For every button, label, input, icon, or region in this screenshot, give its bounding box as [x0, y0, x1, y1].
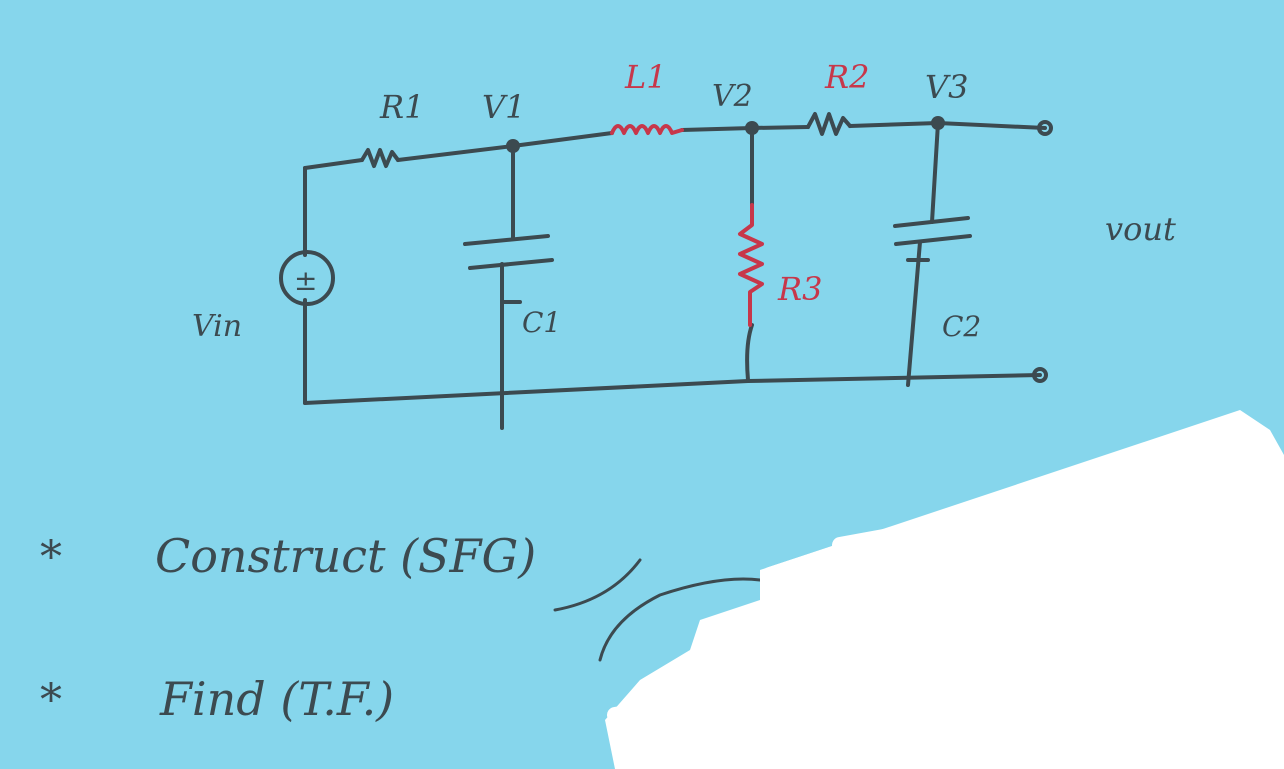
label-v2: V2 — [712, 79, 753, 114]
label-r2: R2 — [824, 58, 869, 96]
label-vout: vout — [1105, 210, 1176, 248]
task-2-text: Find (T.F.) — [159, 672, 394, 726]
terminal-bottom — [1032, 367, 1048, 383]
node-v3-dot — [931, 116, 945, 130]
task-1-bullet: * — [40, 532, 62, 583]
label-c1: C1 — [522, 306, 561, 339]
wire-c2-bottom — [906, 240, 922, 387]
wire-r2-v3 — [848, 121, 940, 128]
wire-v1-l1 — [511, 131, 614, 148]
resistor-r3 — [738, 203, 764, 327]
scribble-arc — [553, 558, 642, 612]
resistor-r1 — [360, 148, 400, 168]
resistor-r2 — [806, 112, 852, 136]
node-v2-dot — [745, 121, 759, 135]
label-v1: V1 — [482, 88, 525, 126]
whiteout-stroke-2 — [832, 462, 1258, 553]
label-r3: R3 — [777, 270, 822, 308]
wire-v3-out — [936, 121, 1047, 130]
label-source-sign: ± — [294, 264, 317, 297]
wire-l1-v2 — [680, 126, 754, 132]
label-c2: C2 — [942, 310, 981, 343]
wire-r1-v1 — [396, 144, 515, 162]
whiteout-stroke-3 — [607, 592, 1278, 723]
capacitor-c1-plate-top — [463, 234, 550, 246]
task-1-text: Construct (SFG) — [155, 529, 536, 583]
whiteout-scribble — [605, 410, 1284, 769]
node-v1-dot — [506, 139, 520, 153]
task-2-bullet: * — [40, 675, 62, 726]
label-l1: L1 — [624, 58, 667, 96]
voltage-source-icon — [279, 250, 335, 306]
capacitor-c2-plate-top — [893, 216, 970, 228]
wire-bottom — [303, 379, 750, 405]
wire-bottom-right — [746, 373, 1042, 383]
inductor-l1 — [610, 124, 684, 135]
terminal-top — [1037, 120, 1053, 136]
scribble-curve — [598, 577, 762, 662]
label-vin: Vin — [192, 309, 242, 344]
wire-v2-r2 — [750, 125, 810, 130]
label-r1: R1 — [379, 88, 424, 126]
wire-c2-top — [930, 121, 940, 224]
wire-r3-bottom — [745, 323, 754, 382]
capacitor-c1-plate-bottom — [468, 258, 554, 270]
label-v3: V3 — [925, 68, 968, 106]
capacitor-c2-plate-bottom — [894, 234, 972, 246]
wire-top-left — [303, 158, 364, 170]
